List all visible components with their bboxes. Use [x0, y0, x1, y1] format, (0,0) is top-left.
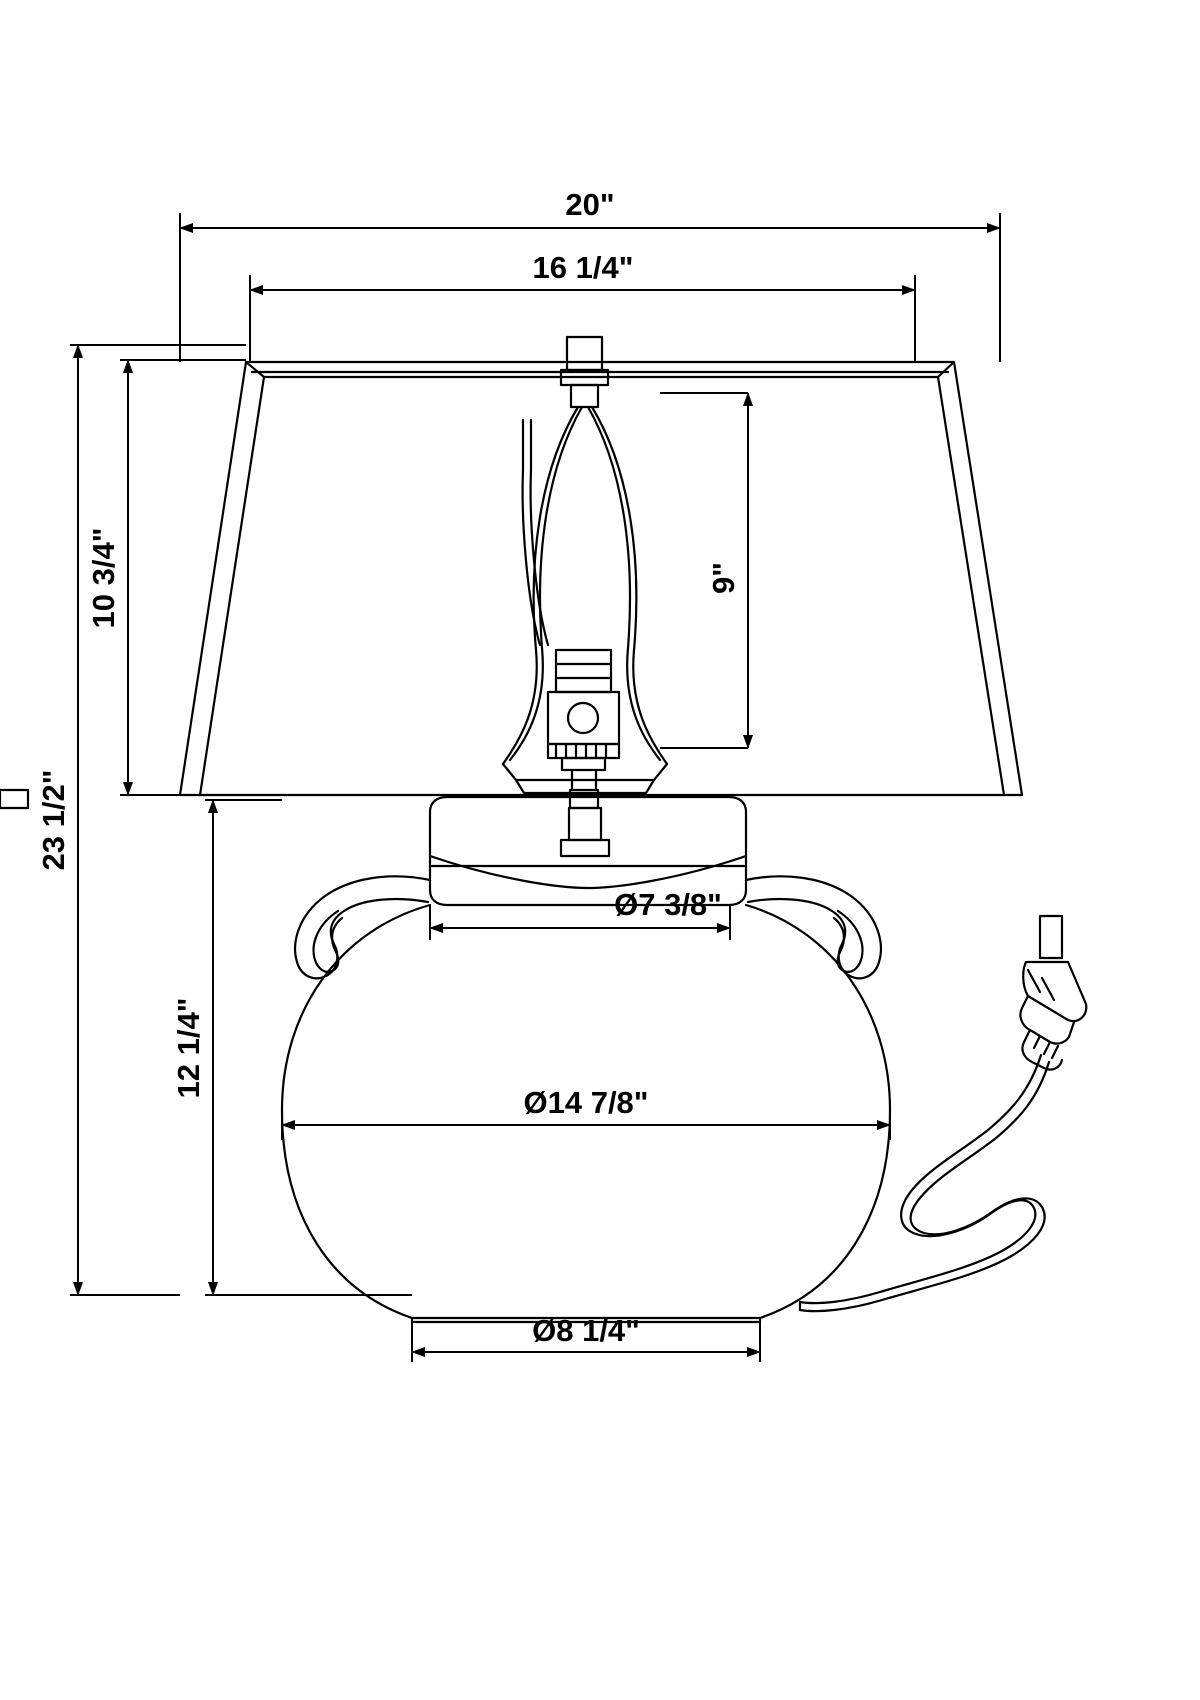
- two-prong-plug: [1019, 914, 1088, 1071]
- label-shade-height: 10 3/4": [86, 528, 121, 629]
- label-base-height: 12 1/4": [171, 998, 206, 1099]
- side-handles: [294, 875, 882, 980]
- base-neck: [428, 795, 748, 907]
- finial: [559, 335, 610, 409]
- label-shade-bottom-width: 20": [565, 187, 614, 222]
- socket-with-switch: [0, 418, 621, 810]
- label-foot-diameter: Ø8 1/4": [532, 1313, 640, 1348]
- lamp-shade: [178, 360, 1024, 797]
- dimension-lines: [70, 213, 1001, 1362]
- label-shade-top-width: 16 1/4": [533, 250, 634, 285]
- power-cord: [798, 1053, 1051, 1313]
- label-neck-diameter: Ø7 3/8": [614, 887, 722, 922]
- lamp-geometry: [0, 335, 1088, 1324]
- label-overall-height: 23 1/2": [36, 770, 71, 871]
- label-harp-height: 9": [706, 562, 741, 594]
- base-foot: [410, 1316, 762, 1324]
- harp: [501, 405, 669, 795]
- dimension-labels: 20" 16 1/4" 23 1/2" 10 3/4" 12 1/4" 9" Ø…: [36, 187, 741, 1348]
- label-body-diameter: Ø14 7/8": [524, 1085, 649, 1120]
